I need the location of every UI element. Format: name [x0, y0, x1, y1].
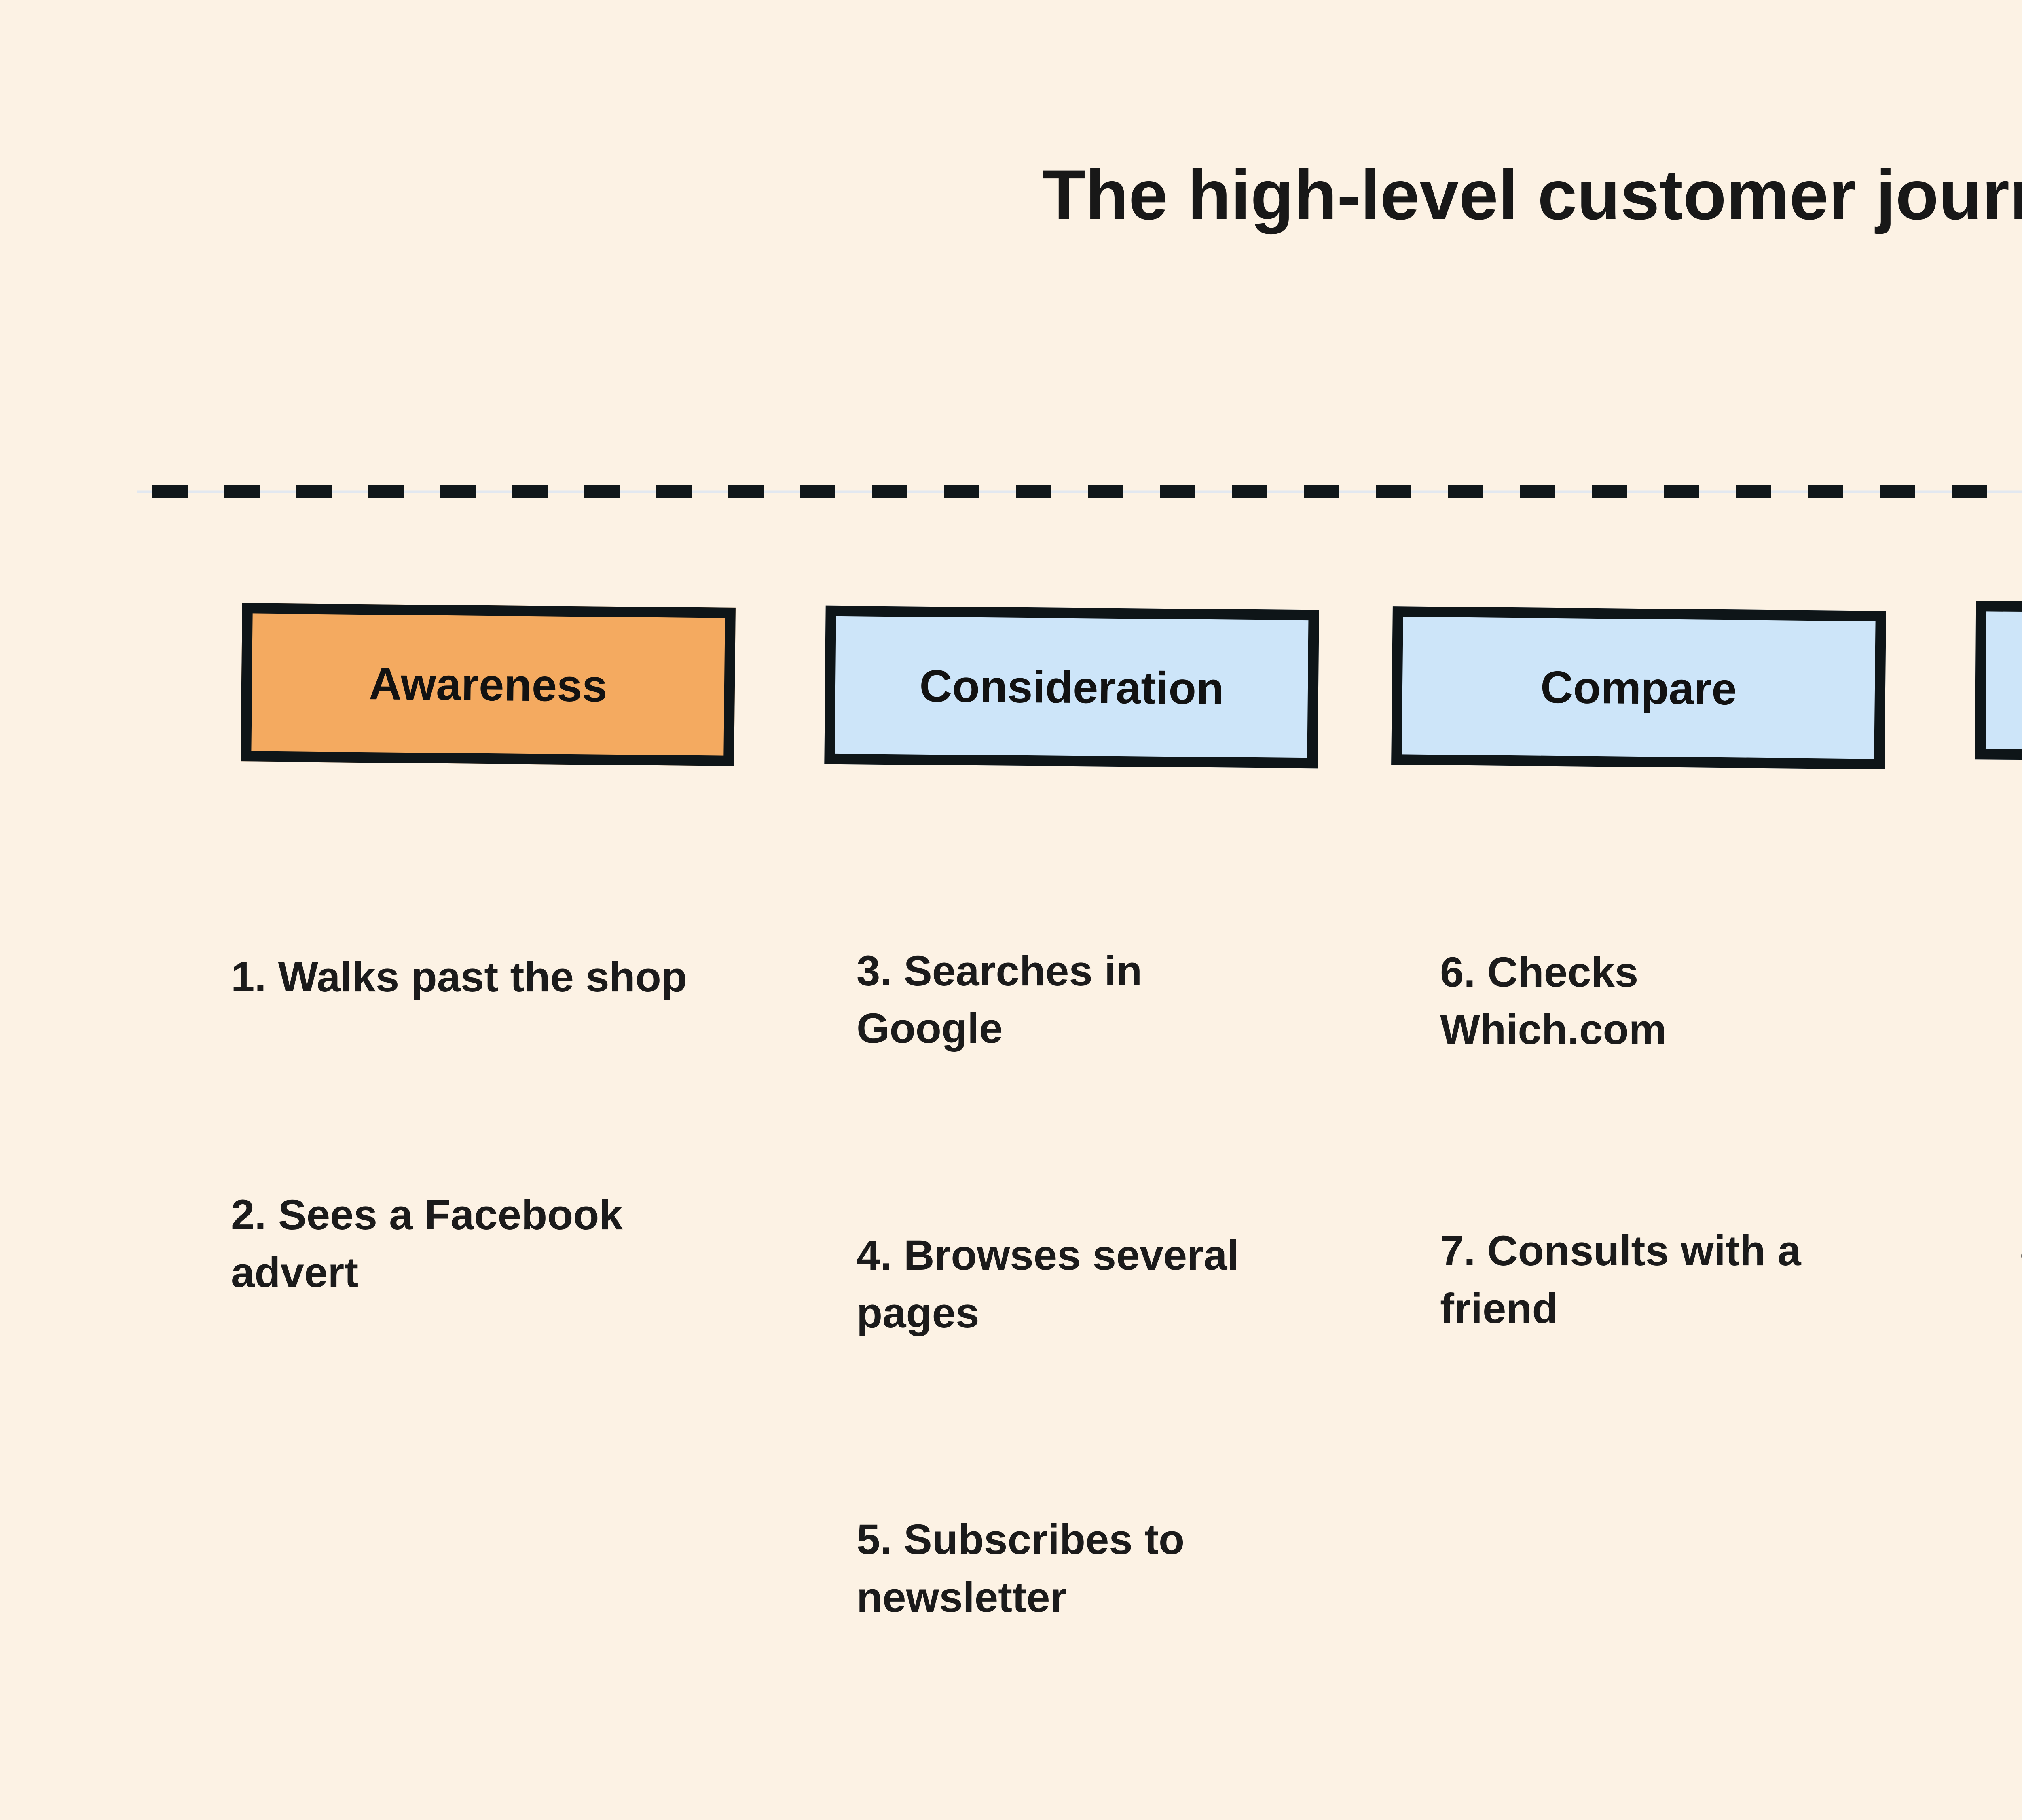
journey-step: 6. Checks Which.com — [1440, 948, 1667, 1054]
steps-purchase: 7. Adds to basket 8. Applies discount 9.… — [2020, 828, 2022, 1768]
journey-step: 8. Applies discount — [2020, 1221, 2022, 1279]
stage-box-purchase: Purchase — [1975, 601, 2022, 763]
stage-label: Awareness — [368, 658, 608, 711]
journey-step: 7. Consults with a friend — [1440, 1227, 1801, 1332]
journey-step: 9. Uses Klarna at checkout — [2020, 1476, 2022, 1592]
stage-box-consideration: Consideration — [824, 605, 1319, 769]
page-title: The high-level customer journey map — [1042, 156, 2022, 235]
journey-step: 7. Adds to basket — [2020, 944, 2022, 1002]
stage-label: Consideration — [919, 660, 1224, 714]
steps-compare: 6. Checks Which.com 7. Consults with a f… — [1440, 828, 1801, 1501]
steps-consideration: 3. Searches in Google 4. Browses several… — [857, 827, 1239, 1795]
stage-box-compare: Compare — [1391, 606, 1886, 769]
journey-step: 2. Sees a Facebook advert — [231, 1191, 623, 1296]
journey-step: 4. Browses several pages — [857, 1231, 1239, 1337]
journey-step: 5. Subscribes to newsletter — [857, 1516, 1185, 1621]
journey-step: 3. Searches in Google — [857, 947, 1142, 1053]
stage-box-awareness: Awareness — [241, 603, 736, 766]
stage-label: Compare — [1540, 662, 1737, 714]
steps-awareness: 1. Walks past the shop 2. Sees a Faceboo… — [231, 833, 687, 1482]
journey-step: 1. Walks past the shop — [231, 953, 687, 1001]
timeline-arrow — [137, 485, 2022, 498]
